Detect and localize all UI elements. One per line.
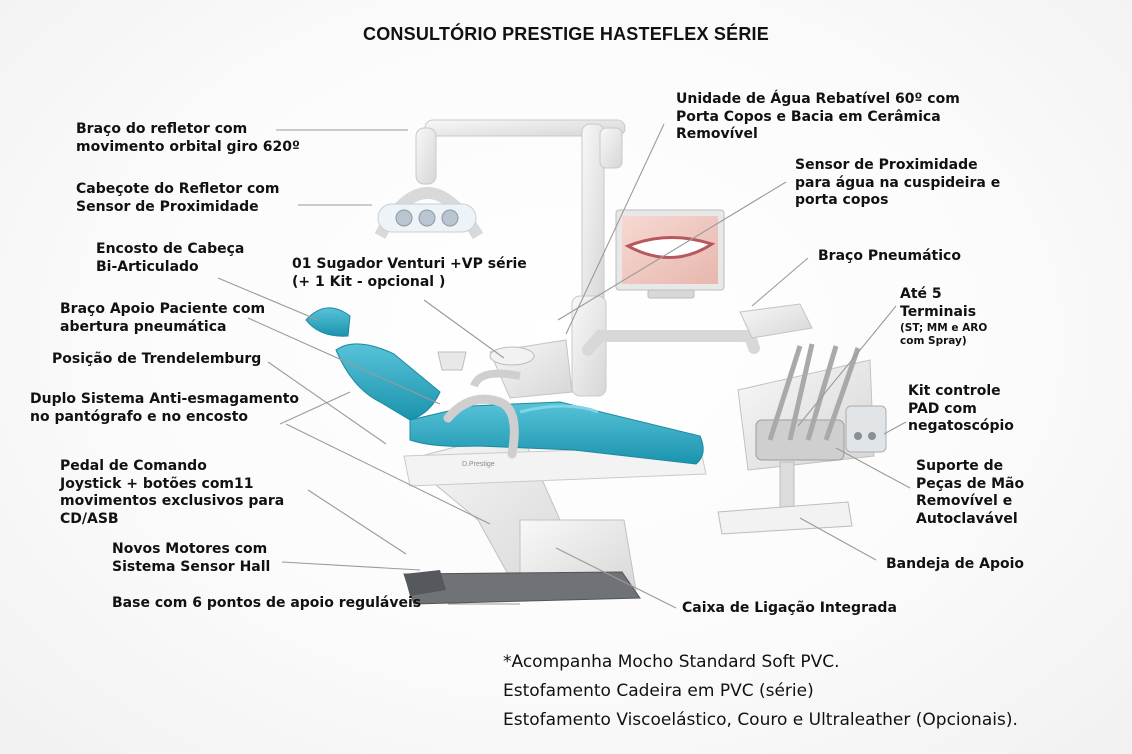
leader-terminais: [797, 305, 897, 427]
leader-duplo-sistema-a: [279, 391, 351, 425]
footer-line: Estofamento Cadeira em PVC (série): [503, 681, 814, 701]
chair-brand-text: D.Prestige: [462, 461, 495, 468]
label-bandeja: Bandeja de Apoio: [886, 556, 1025, 572]
patient-armrest: [437, 351, 519, 459]
label-duplo-sistema: Duplo Sistema Anti-esmagamento no pantóg…: [30, 391, 300, 425]
leader-duplo-sistema-b: [285, 423, 491, 525]
reflector-arm: [415, 119, 626, 315]
diagram-title: CONSULTÓRIO PRESTIGE HASTEFLEX SÉRIE: [363, 24, 769, 44]
footer-line: Estofamento Viscoelástico, Couro e Ultra…: [503, 710, 1018, 730]
delivery-unit: [717, 343, 887, 535]
leader-lines: [217, 123, 911, 609]
leader-motores: [281, 561, 421, 571]
reflector-head: [374, 187, 484, 240]
leader-caixa: [555, 547, 677, 609]
label-terminais-note: (ST; MM e ARO com Spray): [900, 322, 988, 347]
label-trendelemburg: Posição de Trendelemburg: [52, 351, 262, 367]
label-motores: Novos Motores com Sistema Sensor Hall: [112, 541, 271, 575]
label-cabecote-refletor: Cabeçote do Refletor com Sensor de Proxi…: [76, 181, 280, 215]
leader-encosto-cabeca: [217, 277, 319, 321]
label-braco-pneumatico: Braço Pneumático: [818, 248, 961, 264]
label-sensor-agua: Sensor de Proximidade para água na cuspi…: [795, 157, 1001, 208]
label-base: Base com 6 pontos de apoio reguláveis: [112, 595, 422, 611]
leader-sugador: [423, 299, 505, 359]
leader-suporte-pecas: [835, 447, 911, 489]
label-sugador: 01 Sugador Venturi +VP série (+ 1 Kit - …: [292, 256, 527, 290]
leader-bandeja: [799, 517, 877, 561]
label-unidade-agua: Unidade de Água Rebatível 60º com Porta …: [676, 91, 960, 142]
label-suporte-pecas: Suporte de Peças de Mão Removível e Auto…: [916, 458, 1025, 527]
label-braco-apoio: Braço Apoio Paciente com abertura pneumá…: [60, 301, 266, 335]
label-caixa: Caixa de Ligação Integrada: [682, 600, 897, 616]
chair-upholstery: [305, 307, 704, 465]
leader-unidade-agua: [565, 123, 665, 335]
label-kit-controle: Kit controle PAD com negatoscópio: [908, 383, 1014, 434]
leader-braco-apoio: [247, 317, 441, 405]
footer-notes: *Acompanha Mocho Standard Soft PVC. Esto…: [503, 648, 1018, 735]
label-braco-refletor: Braço do refletor com movimento orbital …: [76, 121, 300, 155]
footer-line: *Acompanha Mocho Standard Soft PVC.: [503, 652, 840, 672]
pneumatic-arm: [582, 303, 813, 356]
leader-sensor-agua: [557, 181, 787, 321]
leader-braco-pneumatico: [751, 257, 809, 307]
leader-pedal: [307, 489, 407, 555]
label-encosto-cabeca: Encosto de Cabeça Bi-Articulado: [96, 241, 245, 275]
leader-kit-controle: [883, 421, 907, 435]
monitor: [615, 209, 725, 299]
label-pedal: Pedal de Comando Joystick + botões com11…: [60, 458, 285, 527]
label-terminais: Até 5 Terminais: [900, 286, 977, 320]
